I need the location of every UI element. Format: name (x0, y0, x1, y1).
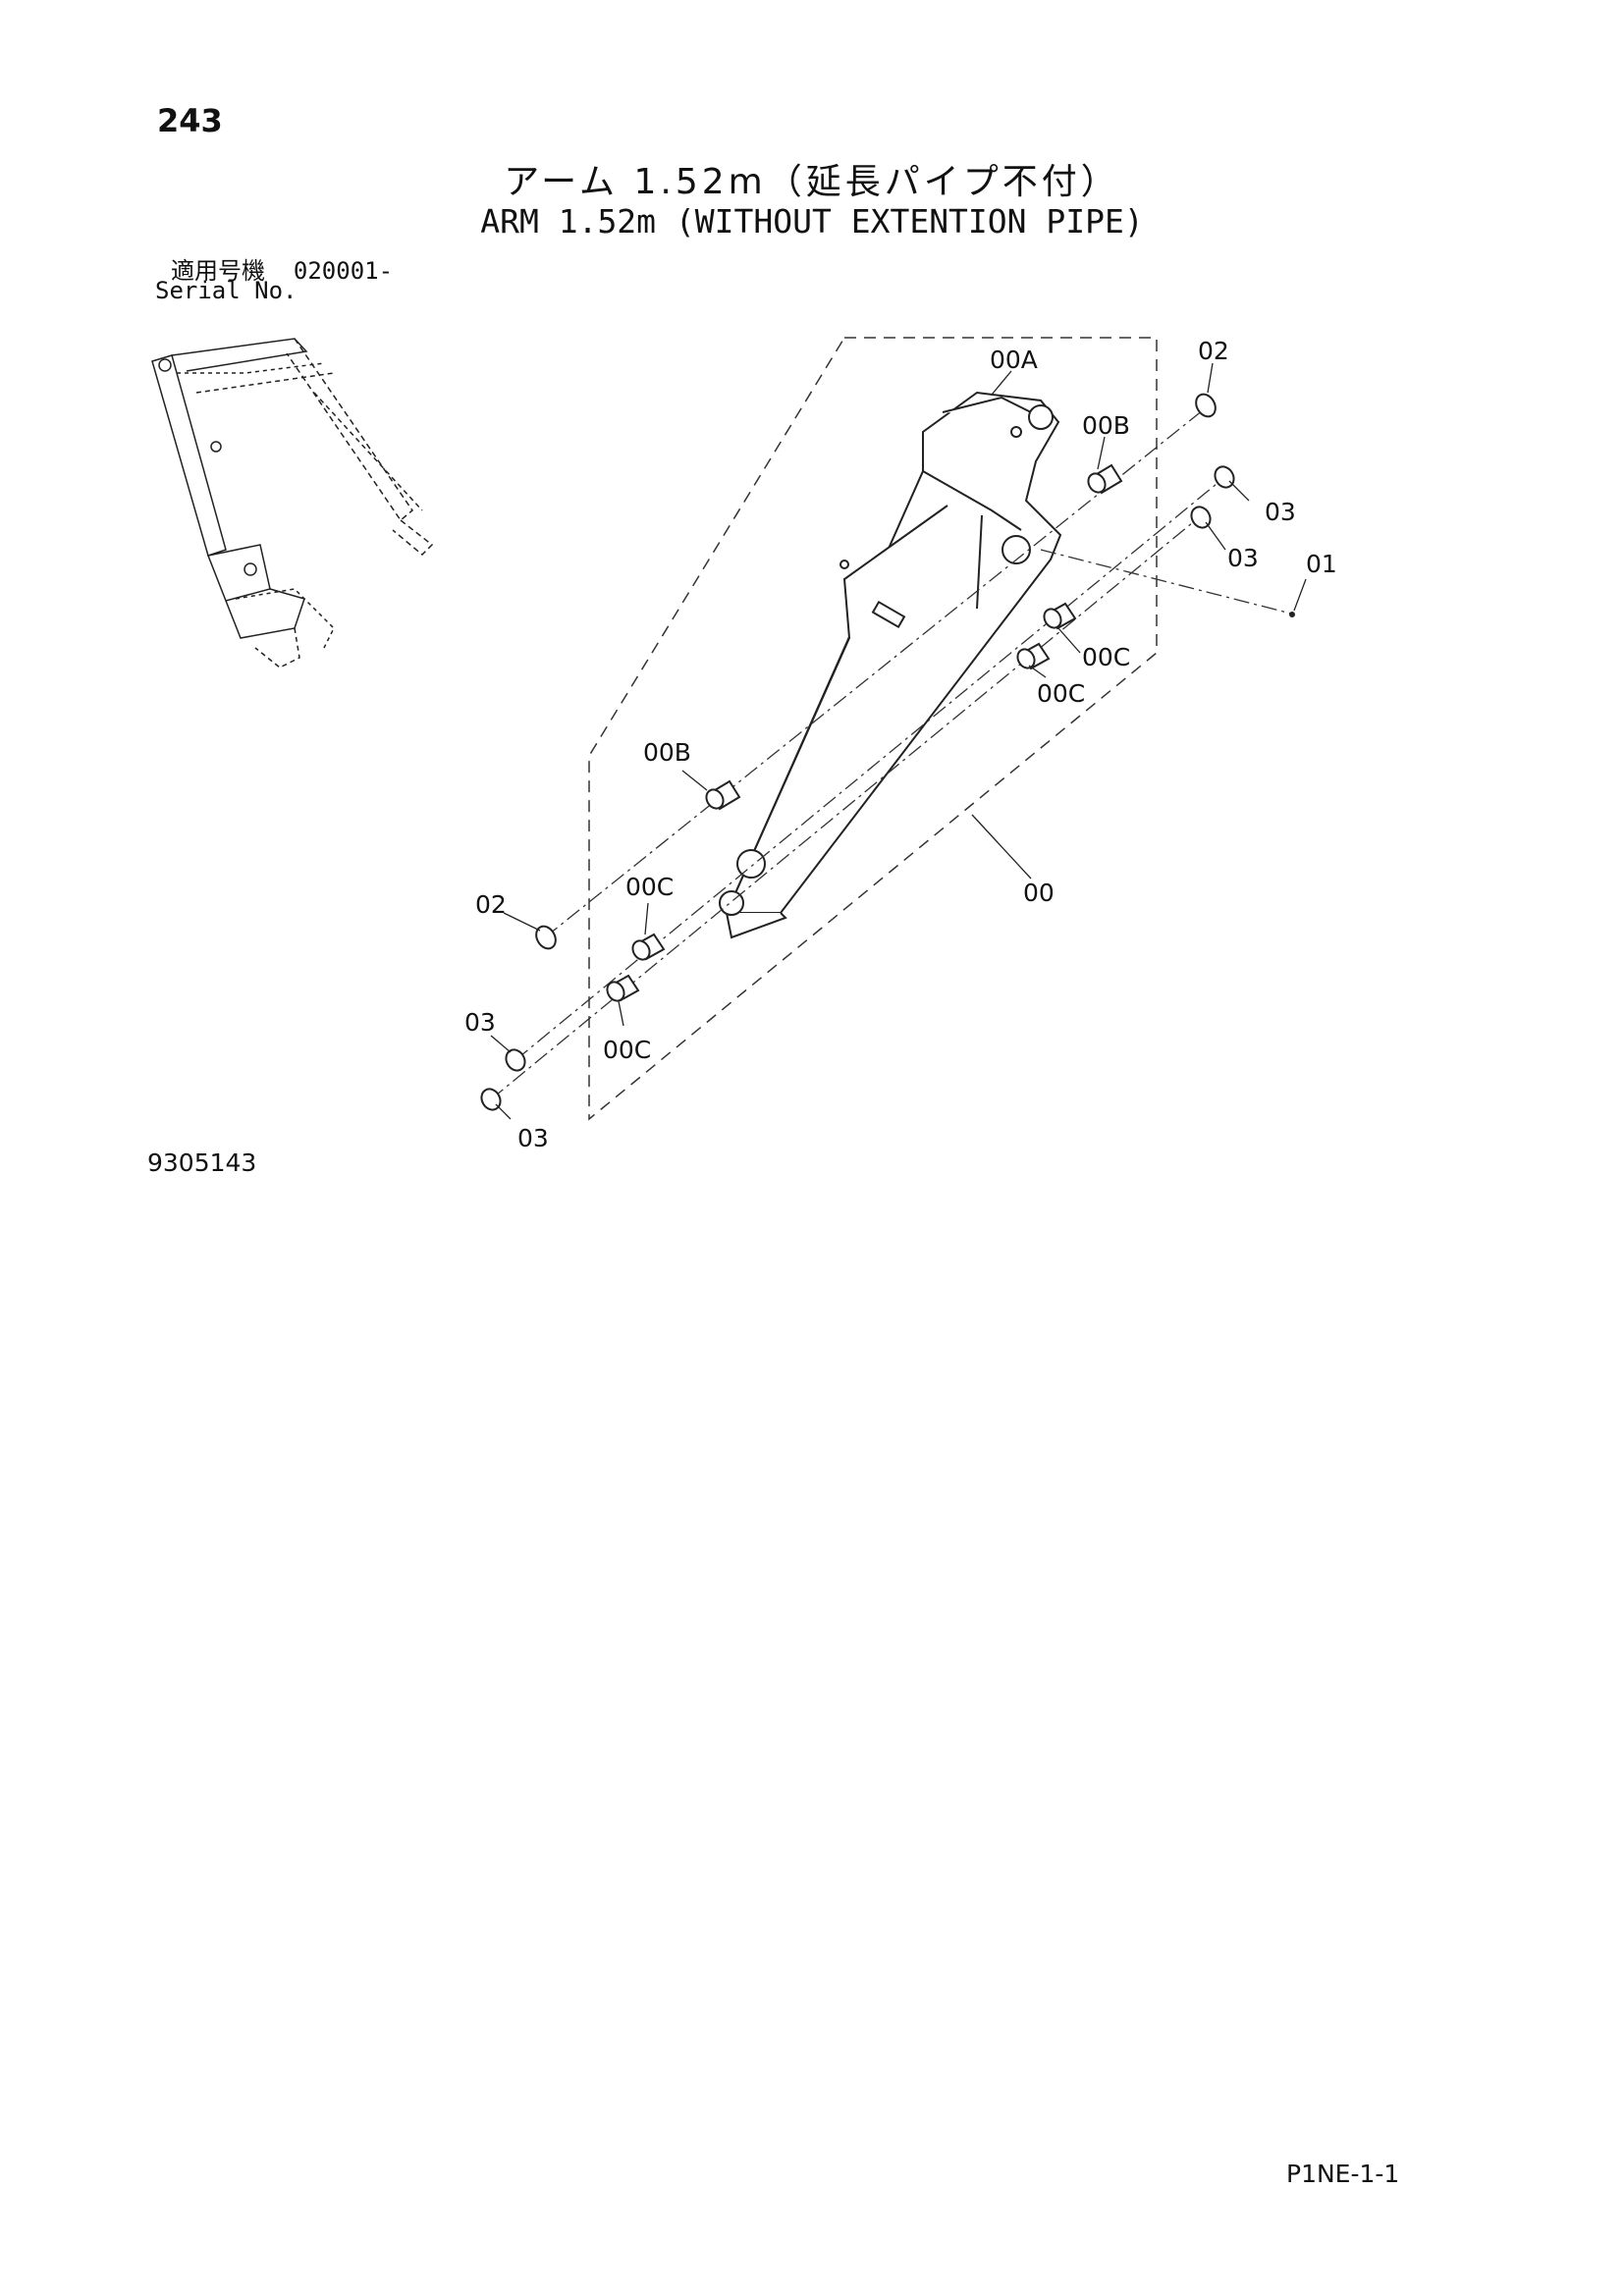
leader-lines (490, 362, 1307, 1120)
serial-label-english: Serial No. (155, 277, 298, 304)
serial-value: 020001- (293, 257, 394, 285)
serial-label-japanese: 適用号機 020001- (171, 251, 393, 286)
serial-label-jp-text: 適用号機 (171, 257, 265, 285)
label-02-bottom: 02 (475, 890, 507, 919)
label-00a-top: 00A (990, 346, 1038, 374)
label-00c-top-1: 00C (1082, 643, 1130, 671)
alignment-lines (490, 409, 1292, 1100)
label-00b-top: 00B (1082, 411, 1130, 440)
title-japanese: アーム 1.52m（延長パイプ不付） (504, 162, 1120, 202)
shim-top-1 (1214, 465, 1235, 489)
label-03-top-1: 03 (1265, 498, 1296, 526)
label-00c-bottom-1: 00C (625, 873, 674, 901)
label-03-bottom-1: 03 (464, 1008, 496, 1037)
assembly-boundary (588, 337, 1158, 1121)
label-00: 00 (1023, 879, 1055, 907)
title-english: ARM 1.52m (WITHOUT EXTENTION PIPE) (480, 202, 1144, 240)
label-02-top: 02 (1198, 337, 1229, 365)
shim-top-2 (1190, 506, 1212, 529)
ring-bottom (535, 925, 557, 950)
label-03-bottom-2: 03 (517, 1124, 549, 1152)
page-number: 243 (157, 102, 223, 139)
excavator-overview-sketch (151, 338, 434, 668)
label-00c-bottom-2: 00C (603, 1036, 651, 1064)
label-01: 01 (1306, 550, 1337, 578)
shim-bottom-1 (505, 1048, 526, 1072)
callout-labels: 00A 02 00B 03 03 01 00C 00C 00B 00 02 00… (464, 337, 1337, 1152)
arm-body (719, 391, 1062, 939)
ring-top (1195, 393, 1217, 418)
label-00c-top-2: 00C (1037, 679, 1085, 708)
parts (480, 393, 1295, 1111)
label-00b-bottom: 00B (643, 738, 691, 767)
label-03-top-2: 03 (1227, 544, 1259, 572)
page-code: P1NE-1-1 (1286, 2160, 1400, 2188)
drawing-number: 9305143 (147, 1148, 257, 1177)
